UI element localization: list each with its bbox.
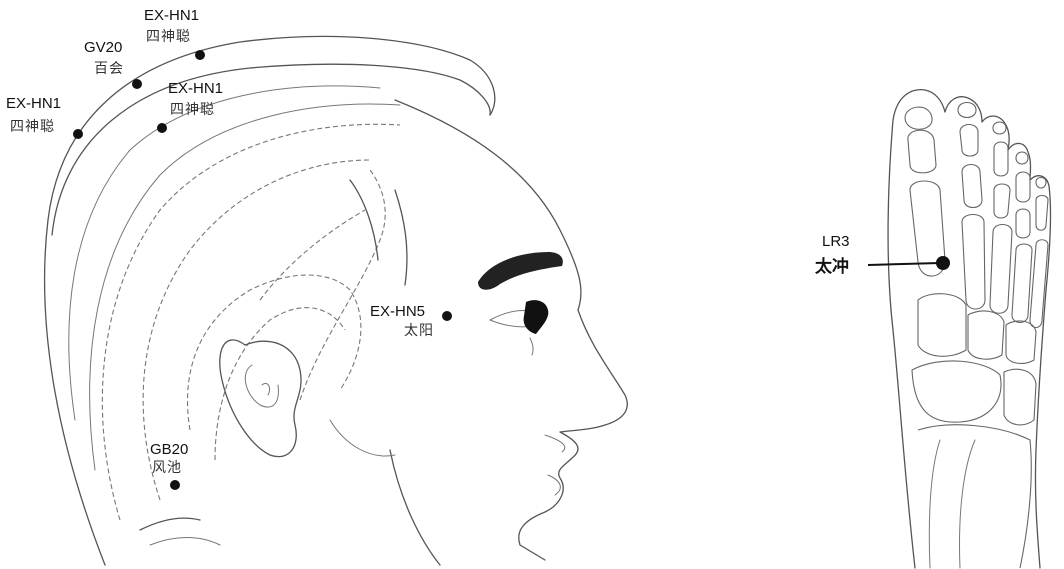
label-gv20-code: GV20: [84, 39, 122, 56]
acupoint-dot-gb20[interactable]: [170, 480, 180, 490]
acupoint-dot-gv20[interactable]: [132, 79, 142, 89]
label-ex-hn1-mid-code: EX-HN1: [168, 80, 223, 97]
foot-illustration: [888, 90, 1050, 568]
label-gb20-code: GB20: [150, 441, 188, 458]
label-ex-hn1-left-name: 四神聪: [10, 119, 55, 135]
label-gv20-name: 百会: [94, 61, 124, 77]
head-illustration: [45, 36, 628, 565]
acupoint-dot-ex-hn1-left[interactable]: [73, 129, 83, 139]
label-gb20-name: 风池: [152, 460, 182, 476]
label-ex-hn5-code: EX-HN5: [370, 303, 425, 320]
acupoint-dot-lr3[interactable]: [936, 256, 950, 270]
label-ex-hn1-left-code: EX-HN1: [6, 95, 61, 112]
label-lr3-code: LR3: [822, 233, 850, 250]
acupoint-dot-ex-hn1-top[interactable]: [195, 50, 205, 60]
label-ex-hn5-name: 太阳: [404, 323, 434, 339]
label-ex-hn1-top-name: 四神聪: [146, 29, 191, 45]
lr3-pointer-line: [868, 263, 940, 265]
label-ex-hn1-mid-name: 四神聪: [170, 102, 215, 118]
eye-pupil-shape: [524, 300, 549, 334]
acupoint-dot-ex-hn5[interactable]: [442, 311, 452, 321]
label-ex-hn1-top-code: EX-HN1: [144, 7, 199, 24]
label-lr3-name: 太冲: [815, 256, 849, 277]
eyebrow-shape: [478, 252, 563, 290]
acupoint-dot-ex-hn1-mid[interactable]: [157, 123, 167, 133]
